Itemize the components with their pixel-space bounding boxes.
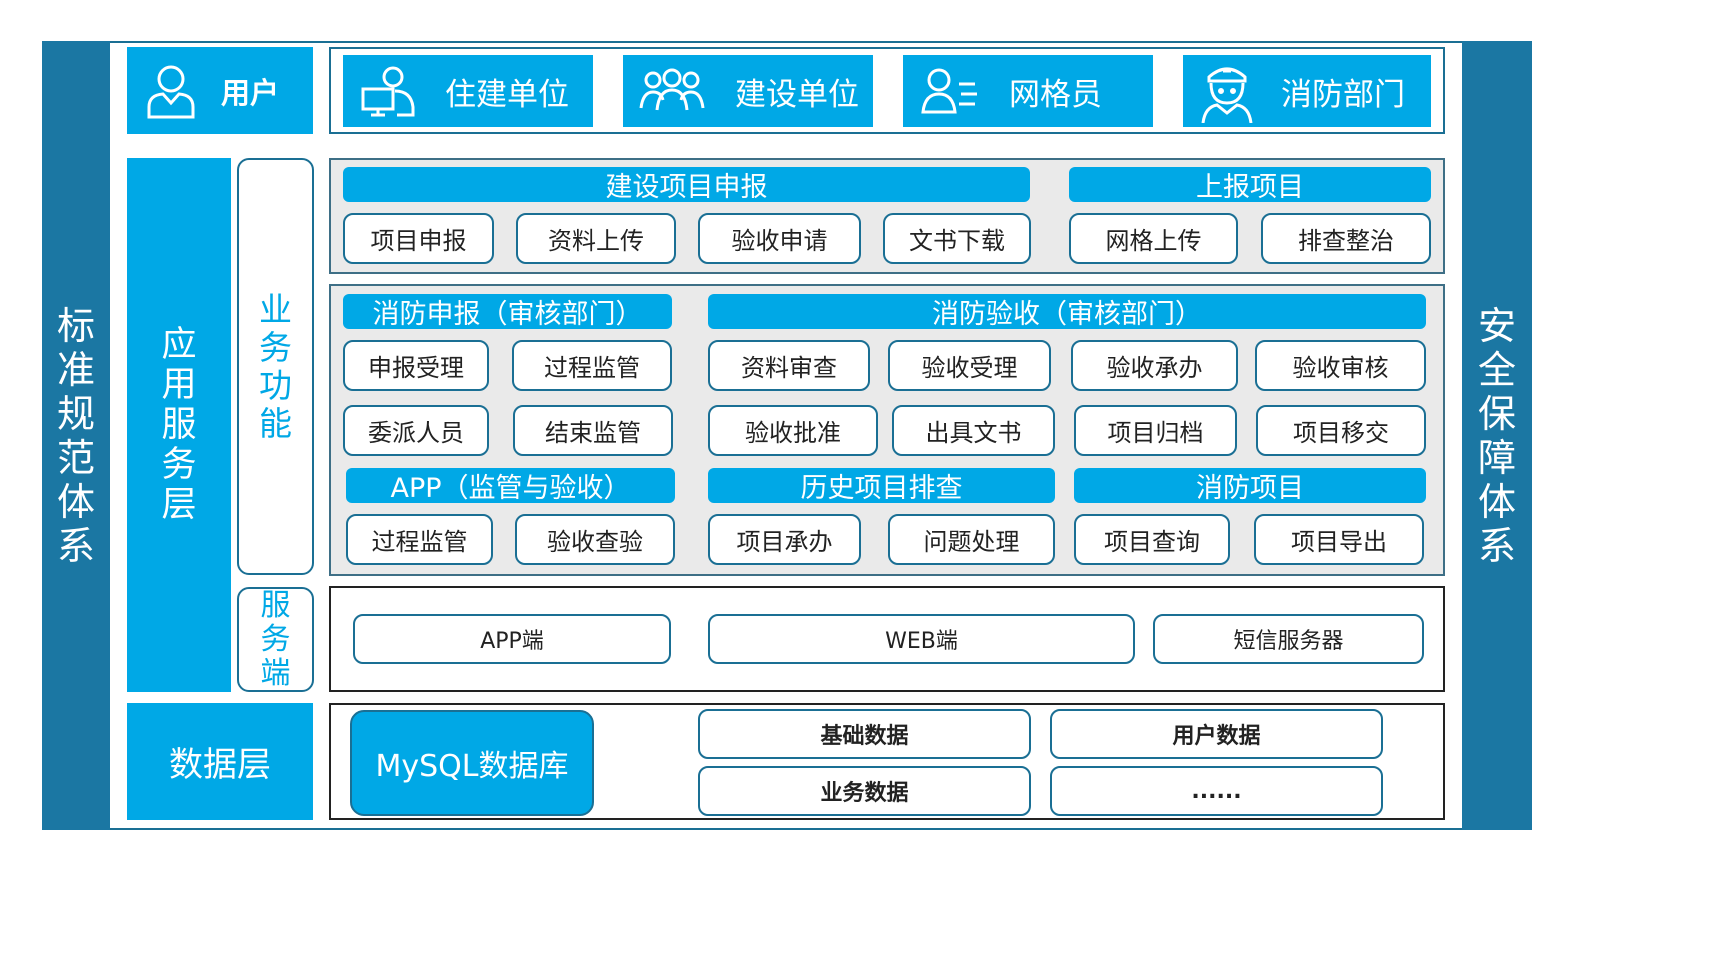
fire-acceptance-item[interactable]: 验收受理 [888,340,1051,391]
declaration-item[interactable]: 资料上传 [516,213,676,264]
fire-project-header: 消防项目 [1074,468,1426,504]
user-item-fire[interactable]: 消防部门 [1183,55,1431,127]
user-item-grid[interactable]: 网格员 [903,55,1153,127]
fire-acceptance-item[interactable]: 项目移交 [1256,405,1426,456]
business-function-label: 业务功能 [259,289,292,443]
computer-user-icon [359,63,417,119]
service-web[interactable]: WEB端 [708,614,1135,664]
group-icon [639,68,705,114]
fire-acceptance-item[interactable]: 验收审核 [1255,340,1426,391]
app-supervision-header: APP（监管与验收） [346,468,675,504]
service-sms[interactable]: 短信服务器 [1153,614,1424,664]
declaration-item[interactable]: 验收申请 [698,213,861,264]
data-layer-block: 数据层 [127,703,313,820]
report-item[interactable]: 排查整治 [1261,213,1431,264]
left-sidebar-label: 标准规范体系 [57,303,96,568]
project-declaration-header: 建设项目申报 [343,167,1030,203]
fire-declaration-item[interactable]: 过程监管 [512,340,672,391]
user-item-housing[interactable]: 住建单位 [343,55,593,127]
right-sidebar: 安全保障体系 [1462,41,1532,830]
data-item-business[interactable]: 业务数据 [698,766,1031,816]
app-layer-block: 应用服务层 [127,158,231,692]
data-item-more[interactable]: ...... [1050,766,1383,816]
left-sidebar: 标准规范体系 [42,41,110,830]
declaration-item[interactable]: 文书下载 [883,213,1031,264]
users-label: 用户 [221,75,280,110]
user-icon [143,61,199,121]
fire-project-item[interactable]: 项目查询 [1074,514,1230,565]
fire-project-item[interactable]: 项目导出 [1254,514,1424,565]
fire-acceptance-item[interactable]: 资料审查 [708,340,870,391]
user-item-label: 建设单位 [735,76,859,113]
business-function-block: 业务功能 [237,158,314,575]
mysql-db[interactable]: MySQL数据库 [350,710,594,816]
mysql-db-label: MySQL数据库 [375,749,569,784]
data-item-user[interactable]: 用户数据 [1050,709,1383,759]
fire-declaration-item[interactable]: 委派人员 [343,405,489,456]
user-list-icon [921,66,979,116]
history-check-item[interactable]: 项目承办 [708,514,861,565]
app-supervision-item[interactable]: 过程监管 [346,514,493,565]
fire-acceptance-header: 消防验收（审核部门） [708,294,1426,330]
app-supervision-item[interactable]: 验收查验 [515,514,675,565]
data-item-basic[interactable]: 基础数据 [698,709,1031,759]
user-item-label: 网格员 [1009,76,1102,113]
service-end-label: 服务端 [260,587,291,691]
fire-acceptance-item[interactable]: 项目归档 [1074,405,1237,456]
firefighter-icon [1197,59,1257,123]
fire-declaration-header: 消防申报（审核部门） [343,294,672,330]
service-app[interactable]: APP端 [353,614,671,664]
fire-declaration-item[interactable]: 申报受理 [343,340,489,391]
user-item-construction[interactable]: 建设单位 [623,55,873,127]
fire-declaration-item[interactable]: 结束监管 [513,405,673,456]
history-check-item[interactable]: 问题处理 [888,514,1055,565]
user-item-label: 消防部门 [1281,76,1405,113]
user-item-label: 住建单位 [445,76,569,113]
declaration-item[interactable]: 项目申报 [343,213,494,264]
report-item[interactable]: 网格上传 [1069,213,1238,264]
app-layer-label: 应用服务层 [161,325,197,525]
service-end-block: 服务端 [237,587,314,692]
right-sidebar-label: 安全保障体系 [1478,303,1517,568]
report-project-header: 上报项目 [1069,167,1431,203]
data-layer-label: 数据层 [169,745,271,785]
users-label-block: 用户 [127,47,313,134]
fire-acceptance-item[interactable]: 验收承办 [1071,340,1238,391]
history-check-header: 历史项目排查 [708,468,1055,504]
fire-acceptance-item[interactable]: 验收批准 [708,405,878,456]
fire-acceptance-item[interactable]: 出具文书 [892,405,1055,456]
